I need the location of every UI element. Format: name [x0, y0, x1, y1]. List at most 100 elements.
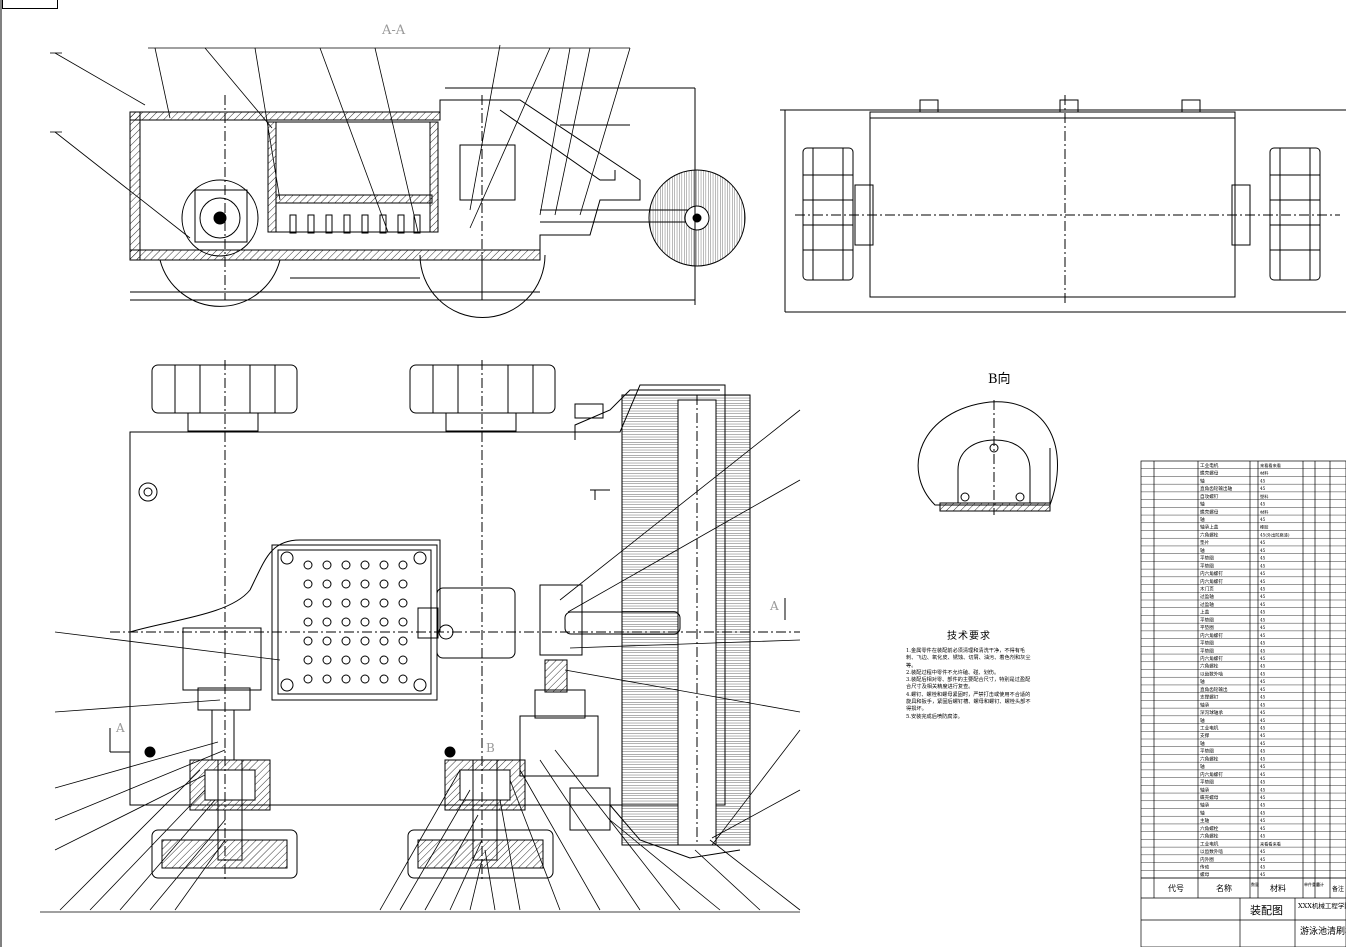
bom-material: 45 — [1260, 540, 1266, 545]
bom-material: 45 — [1260, 764, 1266, 769]
bom-material: 45 — [1260, 787, 1266, 792]
bom-part-name: 内六角螺钉 — [1200, 655, 1223, 662]
plan-view: A A B — [109, 360, 800, 880]
bom-part-name: 蝶壳螺母 — [1200, 508, 1219, 515]
section-aa-label: A-A — [381, 23, 406, 38]
bom-header-unit-weight: 单件重量 — [1304, 881, 1320, 887]
bom-material: 45 — [1260, 826, 1266, 831]
leader-lines-top — [50, 44, 631, 239]
technical-requirements: 技术要求 1.金属零件在装配前必须清理和清洗干净，不得有毛刺、飞边、氧化皮、锈蚀… — [906, 627, 1032, 721]
bom-material: 45 — [1260, 486, 1266, 491]
bom-material: 45 — [1260, 594, 1266, 599]
bom-material: 45 — [1260, 818, 1266, 823]
bom-part-name: 上盖 — [1200, 609, 1210, 616]
bom-material: 材料 — [1260, 470, 1269, 477]
tech-req-item: 1.金属零件在装配前必须清理和清洗干净，不得有毛刺、飞边、氧化皮、锈蚀、切屑、油… — [906, 648, 1031, 669]
drawing-number-stamp — [2, 0, 58, 9]
bom-part-name: 工业电机 — [1200, 724, 1219, 731]
left-track-wheel — [802, 147, 854, 281]
bom-material: 45 — [1260, 780, 1266, 785]
bom-part-name: 轴 — [1200, 717, 1205, 724]
section-a-marker-right: A — [769, 599, 779, 613]
title-drawing-type: 装配图 — [1250, 904, 1283, 917]
bom-part-name: 蝶壳螺母 — [1200, 794, 1219, 801]
bom-material: 45(外出防腐漆) — [1260, 531, 1290, 538]
bom-header-total-weight: 总计 — [1316, 881, 1324, 887]
bom-material: 45 — [1260, 772, 1266, 777]
bom-part-name: 平垫圈 — [1200, 640, 1214, 647]
bom-material: 45 — [1260, 756, 1266, 761]
bom-material: 45 — [1260, 625, 1266, 630]
bom-part-name: 传动 — [1200, 863, 1210, 870]
bom-material: 45 — [1260, 563, 1266, 568]
bom-part-name: 工业电机 — [1200, 462, 1219, 469]
bom-material: 45 — [1260, 579, 1266, 584]
filter-grid-holes — [280, 551, 427, 692]
bom-material: 45 — [1260, 610, 1266, 615]
lower-right-bearing — [444, 759, 526, 861]
bom-material: 45 — [1260, 641, 1266, 646]
tech-req-item: 4.螺钉、螺栓和螺母紧固时，严禁打击或使用不合适的旋具和扳手，紧固后螺钉槽、螺母… — [906, 691, 1031, 713]
b-direction-view: B向 — [917, 371, 1058, 515]
bom-part-name: 平垫圈 — [1200, 624, 1214, 631]
bom-table — [1140, 460, 1346, 947]
tech-req-title: 技术要求 — [947, 631, 991, 642]
bom-part-name: 以齿数外啮 — [1200, 670, 1223, 677]
b-view-label: B向 — [988, 371, 1011, 387]
bom-material: 45 — [1260, 733, 1266, 738]
bom-part-name: 以齿数外啮 — [1200, 848, 1223, 855]
bom-material: 45 — [1260, 849, 1266, 854]
bom-material: 45 — [1260, 741, 1266, 746]
bom-material: 塑料 — [1260, 493, 1269, 500]
bom-material: 45 — [1260, 810, 1266, 815]
bom-part-name: 内六角螺钉 — [1200, 771, 1223, 778]
tech-req-item: 3.装配后相对零、部件的主要配合尺寸，特别是过盈配合尺寸及相关精度进行复查。 — [906, 677, 1031, 691]
bom-material: 45 — [1260, 749, 1266, 754]
brush-section — [648, 169, 746, 267]
bom-header-code: 代号 — [1168, 883, 1184, 893]
bom-part-name: 轴承 — [1200, 786, 1210, 793]
lower-left-bearing — [189, 759, 271, 861]
tech-req-item: 2.装配过程中零件不允许磕、碰、划伤。 — [906, 669, 1000, 676]
tech-req-item: 5.安装完成后喷防腐漆。 — [906, 713, 963, 720]
section-aa-view: A-A — [129, 23, 746, 318]
bom-material: 45 — [1260, 571, 1266, 576]
bom-material: 45 — [1260, 725, 1266, 730]
roller-body — [869, 111, 1236, 298]
bom-part-name: 轴承 — [1200, 802, 1210, 809]
bom-part-name: 支撑 — [1200, 732, 1210, 739]
bom-part-name: 六角螺栓 — [1200, 833, 1219, 840]
bom-material: 45 — [1260, 795, 1266, 800]
bom-header-material: 材料 — [1270, 883, 1286, 893]
bom-part-name: 平垫圈 — [1200, 555, 1214, 562]
bom-header-quantity: 数量 — [1251, 881, 1259, 887]
bom-part-name: 轴承 — [1200, 701, 1210, 708]
bom-part-name: 主轴 — [1200, 817, 1210, 824]
bom-material: 45 — [1260, 857, 1266, 862]
bom-headers: 代号 名称 材料 数量 单件重量 总计 备注 装配图 XXX机械工程学院 游泳池… — [1168, 881, 1346, 937]
motor-body — [459, 144, 516, 201]
filter-teeth — [289, 214, 421, 234]
bom-material: 45 — [1260, 556, 1266, 561]
bom-part-name: 过盈轴 — [1200, 593, 1214, 600]
bom-part-name: 轴 — [1200, 740, 1205, 747]
bom-part-name: 轴承上盖 — [1200, 524, 1219, 531]
bom-material: 来看看来看 — [1260, 840, 1281, 847]
bom-part-name: 蝶壳螺母 — [1200, 470, 1219, 477]
bom-material: 45 — [1260, 864, 1266, 869]
bom-part-name: 内六角螺钉 — [1200, 632, 1223, 639]
bom-part-name: 六角螺栓 — [1200, 531, 1219, 538]
bom-material: 45 — [1260, 679, 1266, 684]
bom-header-remark: 备注 — [1332, 885, 1344, 893]
front-view — [780, 95, 1346, 313]
bom-material: 45 — [1260, 695, 1266, 700]
bom-material: 45 — [1260, 602, 1266, 607]
bom-part-name: 轴 — [1200, 763, 1205, 770]
title-school: XXX机械工程学院 — [1298, 901, 1346, 910]
bom-material: 橡胶 — [1260, 524, 1268, 531]
title-product: 游泳池清刷机 — [1300, 925, 1346, 937]
right-track-wheel — [1269, 147, 1321, 281]
leader-lines-bottom — [40, 409, 801, 913]
bom-material: 来看看来看 — [1260, 462, 1281, 469]
